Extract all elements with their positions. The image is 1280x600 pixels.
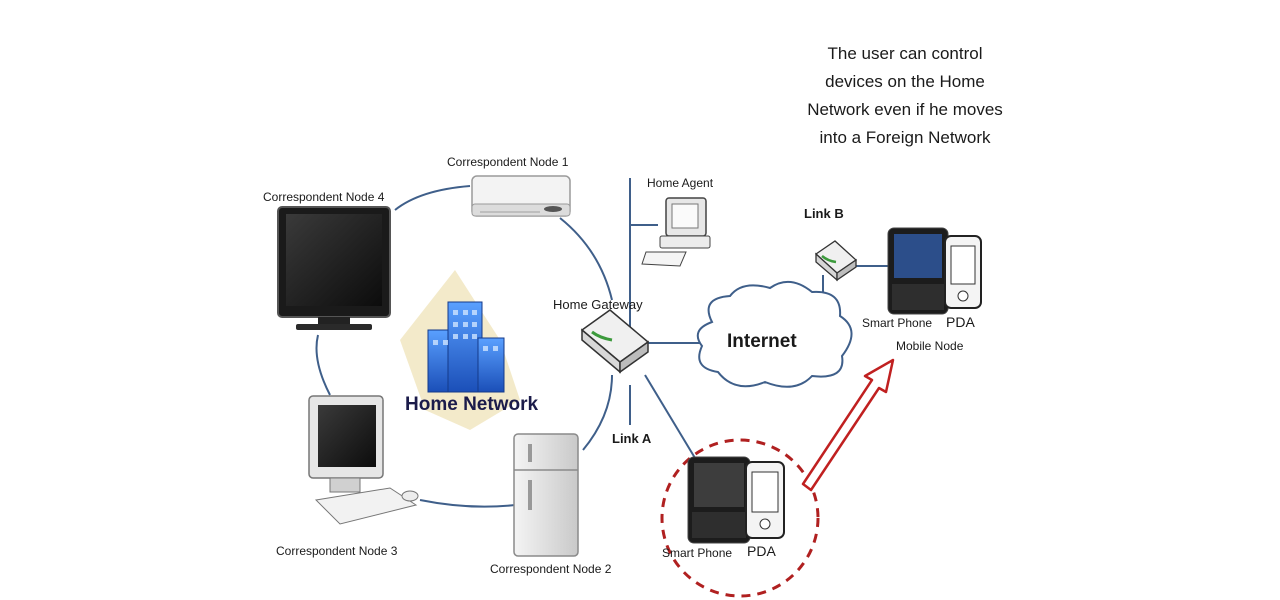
home-agent-label: Home Agent — [647, 176, 714, 190]
correspondent-node-1-label: Correspondent Node 1 — [447, 155, 569, 169]
mobility-note: The user can control devices on the Home… — [807, 44, 1003, 147]
link-b-router-icon — [814, 240, 858, 282]
home-smart-phone-icon — [687, 456, 751, 544]
ring-arc-left — [315, 334, 331, 396]
foreign-pda-icon — [944, 235, 982, 309]
home-gateway-label: Home Gateway — [553, 297, 643, 312]
foreign-smart-phone-label: Smart Phone — [862, 316, 933, 330]
foreign-smart-phone-icon — [887, 227, 949, 315]
home-agent-computer-icon — [641, 197, 711, 267]
ring-arc-right-top — [559, 217, 613, 301]
internet-label: Internet — [727, 331, 797, 352]
correspondent-node-3-label: Correspondent Node 3 — [276, 544, 398, 558]
correspondent-node-4-label: Correspondent Node 4 — [263, 190, 385, 204]
desktop-computer-icon — [308, 395, 419, 525]
link-b-label: Link B — [804, 206, 844, 221]
link-a-label: Link A — [612, 431, 652, 446]
foreign-pda-label: PDA — [946, 314, 975, 330]
correspondent-node-2-label: Correspondent Node 2 — [490, 562, 612, 576]
refrigerator-icon — [513, 433, 579, 557]
home-pda-icon — [745, 461, 785, 539]
home-smart-phone-label: Smart Phone — [662, 546, 733, 560]
air-conditioner-icon — [471, 175, 571, 217]
tv-icon — [277, 206, 391, 330]
movement-arrow — [801, 358, 895, 492]
gateway-mobile-line — [644, 374, 696, 459]
home-gateway-router-icon — [580, 309, 650, 374]
mobile-node-label: Mobile Node — [896, 339, 964, 353]
internet-cloud — [696, 281, 853, 388]
home-network-label: Home Network — [405, 394, 539, 415]
home-pda-label: PDA — [747, 543, 776, 559]
ring-arc-bottom-left — [419, 499, 516, 508]
mobile-node-dashed-circle — [660, 438, 820, 598]
ring-arc-top — [394, 185, 471, 211]
home-network-ring — [315, 185, 613, 508]
home-network-building-icon — [400, 270, 520, 430]
ring-arc-right-bottom — [582, 374, 613, 451]
